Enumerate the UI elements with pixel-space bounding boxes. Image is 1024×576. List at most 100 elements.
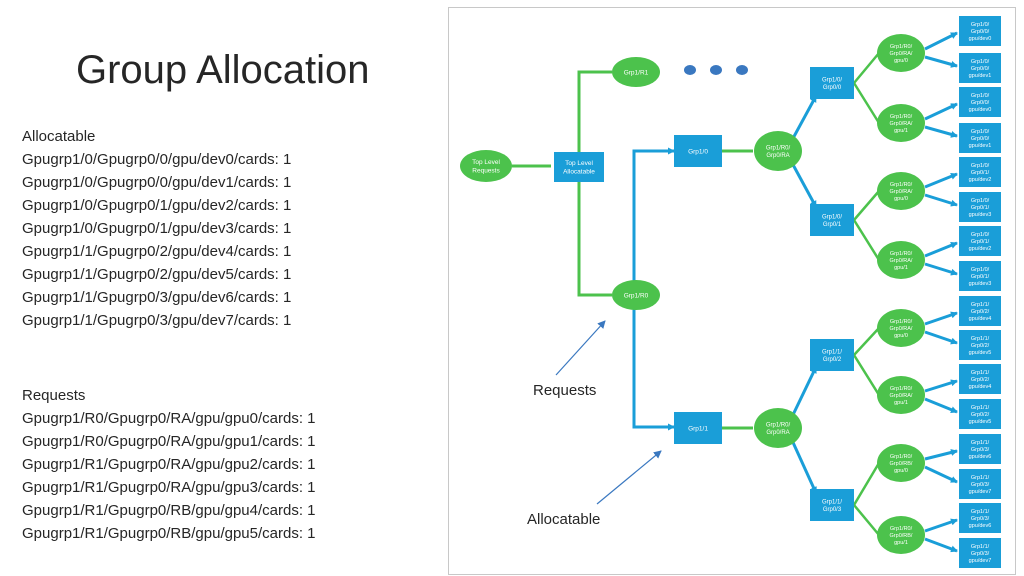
grp1-0-ra-node-label: Grp1/R0/ — [766, 145, 791, 151]
green-connector — [853, 327, 880, 356]
device-node-label: gpu/dev4 — [969, 316, 992, 322]
grp1-1-ra-node-label: Grp0/RA — [766, 430, 789, 436]
device-node — [959, 434, 1001, 464]
slide-title: Group Allocation — [76, 48, 370, 92]
allocatable-line: Gpugrp1/0/Gpugrp0/0/gpu/dev1/cards: 1 — [22, 174, 292, 191]
grp1-0-node-label: Grp1/0 — [688, 148, 708, 155]
grp1-0-ra-node — [754, 131, 802, 171]
gpu-request-node-label: gpu/1 — [894, 128, 908, 134]
allocatable-line: Gpugrp1/1/Gpugrp0/3/gpu/dev7/cards: 1 — [22, 312, 292, 329]
gpu-request-node-label: Grp0/RA/ — [890, 326, 913, 332]
grp0-3-node — [810, 489, 854, 521]
device-node-label: gpu/dev2 — [969, 246, 992, 252]
grp0-0-node-label: Grp1/0/ — [822, 77, 842, 83]
blue-connector — [789, 366, 818, 420]
green-connector — [577, 70, 612, 153]
device-node-label: Grp0/0/ — [971, 136, 990, 142]
gpu-request-node-label: Grp0/RA/ — [890, 258, 913, 264]
gpu-request-node — [877, 309, 925, 347]
blue-connector — [924, 537, 958, 553]
top-level-requests-node-label: Requests — [472, 167, 500, 174]
device-node — [959, 538, 1001, 568]
blue-connector — [789, 160, 818, 208]
green-connector — [852, 82, 881, 124]
gpu-request-node-label: Grp1/R0/ — [890, 44, 913, 50]
device-node — [959, 87, 1001, 117]
device-node — [959, 399, 1001, 429]
device-node — [959, 296, 1001, 326]
blue-connector — [924, 102, 958, 121]
device-node-label: gpu/dev5 — [969, 419, 992, 425]
gpu-request-node-label: Grp1/R0/ — [890, 454, 913, 460]
device-node-label: Grp0/3/ — [971, 551, 990, 557]
grp0-2-node-label: Grp0/2 — [823, 357, 842, 363]
grp1-1-node — [674, 412, 722, 444]
top-level-requests-node — [460, 150, 512, 182]
device-node-label: gpu/dev1 — [969, 143, 992, 149]
gpu-request-node-label: Grp1/R0/ — [890, 182, 913, 188]
grp1-r1-node — [612, 57, 660, 87]
gpu-request-node-label: Grp1/R0/ — [890, 114, 913, 120]
grp0-0-node — [810, 67, 854, 99]
device-node-label: gpu/dev2 — [969, 177, 992, 183]
blue-connector — [924, 262, 958, 276]
grp0-0-node-label: Grp0/0 — [823, 85, 842, 91]
allocatable-pointer-arrow — [596, 450, 662, 505]
device-node-label: gpu/dev0 — [969, 107, 992, 113]
requests-section: Requests Gpugrp1/R0/Gpugrp0/RA/gpu/gpu0/… — [22, 384, 316, 545]
device-node — [959, 503, 1001, 533]
blue-connector — [924, 55, 958, 68]
request-line: Gpugrp1/R1/Gpugrp0/RA/gpu/gpu3/cards: 1 — [22, 479, 316, 496]
device-node-label: Grp0/2/ — [971, 377, 990, 383]
device-node — [959, 330, 1001, 360]
green-connector — [853, 52, 880, 84]
device-node-label: Grp0/0/ — [971, 29, 990, 35]
gpu-request-node — [877, 104, 925, 142]
device-node — [959, 192, 1001, 222]
device-node-label: Grp1/0/ — [971, 232, 990, 238]
gpu-request-node-label: Grp1/R0/ — [890, 251, 913, 257]
allocatable-line: Gpugrp1/1/Gpugrp0/3/gpu/dev6/cards: 1 — [22, 289, 292, 306]
gpu-request-node-label: Grp0/RA/ — [890, 189, 913, 195]
gpu-request-node-label: Grp0/RA/ — [890, 393, 913, 399]
request-line: Gpugrp1/R0/Gpugrp0/RA/gpu/gpu1/cards: 1 — [22, 433, 316, 450]
grp1-r0-node-label: Grp1/R0 — [624, 292, 649, 299]
grp0-1-node — [810, 204, 854, 236]
gpu-request-node-label: gpu/1 — [894, 265, 908, 271]
allocatable-annotation: Allocatable — [527, 511, 601, 528]
device-node-label: Grp0/2/ — [971, 309, 990, 315]
device-node — [959, 469, 1001, 499]
allocatable-line: Gpugrp1/1/Gpugrp0/2/gpu/dev4/cards: 1 — [22, 243, 292, 260]
device-node-label: Grp0/0/ — [971, 100, 990, 106]
blue-connector — [924, 330, 958, 345]
blue-connector — [924, 241, 958, 258]
device-node-label: gpu/dev7 — [969, 558, 992, 564]
blue-connector — [924, 465, 958, 484]
device-node-label: Grp1/0/ — [971, 163, 990, 169]
grp1-0-node — [674, 135, 722, 167]
grp1-r0-node — [612, 280, 660, 310]
gpu-request-node — [877, 444, 925, 482]
allocatable-line: Gpugrp1/0/Gpugrp0/1/gpu/dev2/cards: 1 — [22, 197, 292, 214]
blue-connector — [924, 397, 958, 414]
device-node-label: Grp1/1/ — [971, 302, 990, 308]
device-node-label: Grp1/0/ — [971, 93, 990, 99]
grp0-2-node-label: Grp1/1/ — [822, 349, 842, 355]
requests-heading: Requests — [22, 387, 86, 404]
request-line: Gpugrp1/R1/Gpugrp0/RA/gpu/gpu2/cards: 1 — [22, 456, 316, 473]
device-node-label: Grp1/1/ — [971, 509, 990, 515]
grp0-2-node — [810, 339, 854, 371]
request-line: Gpugrp1/R0/Gpugrp0/RA/gpu/gpu0/cards: 1 — [22, 410, 316, 427]
device-node-label: gpu/dev3 — [969, 281, 992, 287]
device-node-label: gpu/dev6 — [969, 523, 992, 529]
device-node-label: Grp1/1/ — [971, 475, 990, 481]
gpu-request-node-label: gpu/0 — [894, 333, 908, 339]
grp1-1-node-label: Grp1/1 — [688, 425, 708, 432]
device-node-label: Grp0/2/ — [971, 343, 990, 349]
allocatable-line: Gpugrp1/0/Gpugrp0/1/gpu/dev3/cards: 1 — [22, 220, 292, 237]
device-node-label: gpu/dev7 — [969, 489, 992, 495]
device-node-label: Grp1/0/ — [971, 22, 990, 28]
blue-connector — [924, 449, 958, 461]
device-node-label: gpu/dev3 — [969, 212, 992, 218]
